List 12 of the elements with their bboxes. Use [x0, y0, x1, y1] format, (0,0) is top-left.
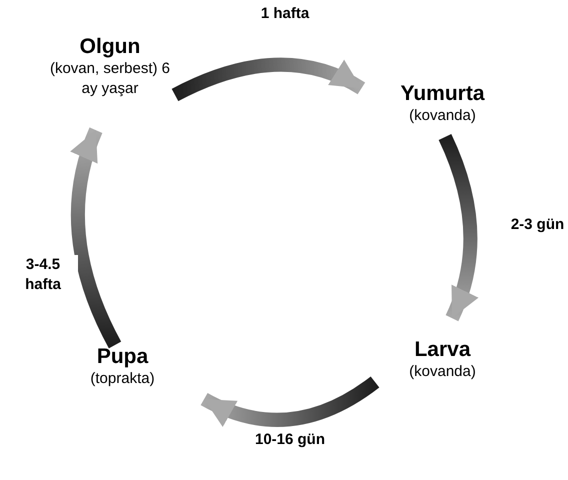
- stage-name: Yumurta: [400, 82, 485, 106]
- curved-arrow: [70, 128, 122, 348]
- stage-name: Pupa: [96, 345, 148, 369]
- stage-note: (kovanda): [409, 106, 476, 126]
- curved-arrow: [172, 58, 365, 102]
- curved-arrow: [200, 376, 380, 427]
- stage-note: (kovan, serbest) 6 ay yaşar: [48, 59, 172, 99]
- stage-name: Larva: [414, 338, 471, 362]
- stage-note: (toprakta): [90, 369, 155, 389]
- stage-note: (kovanda): [409, 362, 476, 382]
- curved-arrow: [438, 134, 478, 321]
- stage-name: Olgun: [80, 35, 140, 59]
